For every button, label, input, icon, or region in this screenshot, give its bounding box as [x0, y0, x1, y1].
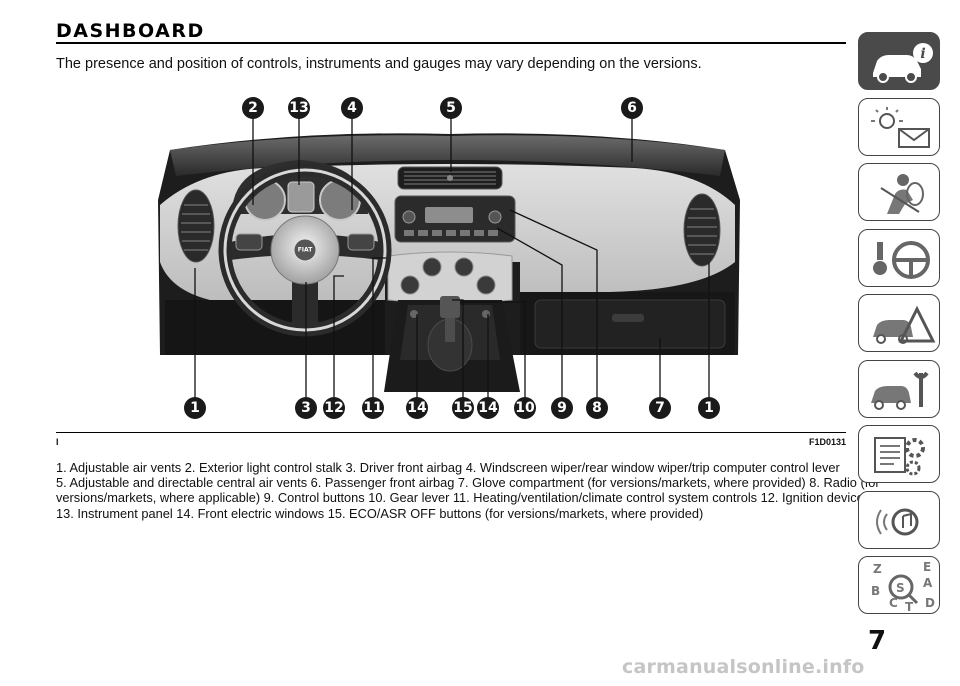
- callout-14-left: 14: [407, 400, 427, 416]
- tab-emergency[interactable]: [858, 294, 940, 352]
- title-rule: [56, 42, 846, 44]
- tab-knowing-your-car[interactable]: i: [858, 32, 940, 90]
- svg-text:i: i: [920, 46, 925, 62]
- callout-13: 13: [289, 100, 308, 116]
- index-letter: T: [905, 600, 914, 614]
- tab-warning-lights[interactable]: [858, 97, 940, 156]
- index-icon: Z E A B C T D S: [871, 560, 935, 614]
- multimedia-icon: [876, 508, 919, 535]
- index-letter: C: [889, 596, 898, 610]
- callout-1-left: 1: [190, 400, 200, 416]
- callout-4: 4: [347, 100, 357, 116]
- figure-marker: I: [56, 437, 59, 447]
- callout-15: 15: [453, 400, 472, 416]
- tab-multimedia[interactable]: [858, 490, 940, 549]
- emergency-icon: [873, 305, 936, 344]
- callout-1-right: 1: [704, 400, 714, 416]
- callout-7: 7: [655, 400, 665, 416]
- tab-technical-data[interactable]: [858, 425, 940, 483]
- starting-driving-icon: [873, 240, 930, 279]
- index-letter: B: [871, 584, 880, 598]
- maintenance-icon: [871, 371, 929, 410]
- callout-11: 11: [363, 400, 382, 416]
- page-title: DASHBOARD: [56, 20, 205, 42]
- callout-2: 2: [248, 100, 258, 116]
- index-letter: S: [896, 581, 905, 595]
- callout-9: 9: [557, 400, 567, 416]
- page-number: 7: [868, 626, 887, 656]
- tab-starting-driving[interactable]: [858, 228, 940, 287]
- tab-safety[interactable]: [858, 163, 940, 221]
- callout-6: 6: [627, 100, 637, 116]
- caption-line: versions/markets, where applicable) 9. C…: [56, 490, 864, 506]
- callout-14-right: 14: [478, 400, 498, 416]
- callout-5: 5: [446, 100, 456, 116]
- callout-12: 12: [324, 400, 343, 416]
- index-letter: E: [923, 560, 931, 574]
- dashboard-illustration: FIAT: [150, 95, 750, 430]
- caption-line: 1. Adjustable air vents 2. Exterior ligh…: [56, 460, 840, 475]
- chapter-tabs: i: [858, 32, 944, 622]
- safety-airbag-icon: [880, 174, 924, 214]
- caption-line: 5. Adjustable and directable central air…: [56, 475, 880, 491]
- callout-3: 3: [301, 400, 311, 416]
- index-letter: A: [923, 576, 933, 590]
- index-letter: D: [925, 596, 935, 610]
- technical-data-icon: [874, 437, 925, 476]
- watermark: carmanualsonline.info: [622, 656, 865, 678]
- callout-10: 10: [515, 400, 535, 416]
- index-letter: Z: [873, 562, 882, 576]
- warning-lights-message-icon: [871, 106, 930, 148]
- tab-index[interactable]: Z E A B C T D S: [858, 556, 940, 614]
- caption-line: 13. Instrument panel 14. Front electric …: [56, 505, 704, 521]
- figure-caption: 1. Adjustable air vents 2. Exterior ligh…: [56, 460, 880, 521]
- figure-code: F1D0131: [808, 437, 846, 447]
- tab-maintenance[interactable]: [858, 359, 940, 418]
- figure-rule: [56, 432, 846, 433]
- car-info-icon: i: [873, 43, 933, 83]
- intro-text: The presence and position of controls, i…: [56, 56, 702, 72]
- callout-8: 8: [592, 400, 602, 416]
- fiat-badge: FIAT: [298, 247, 314, 254]
